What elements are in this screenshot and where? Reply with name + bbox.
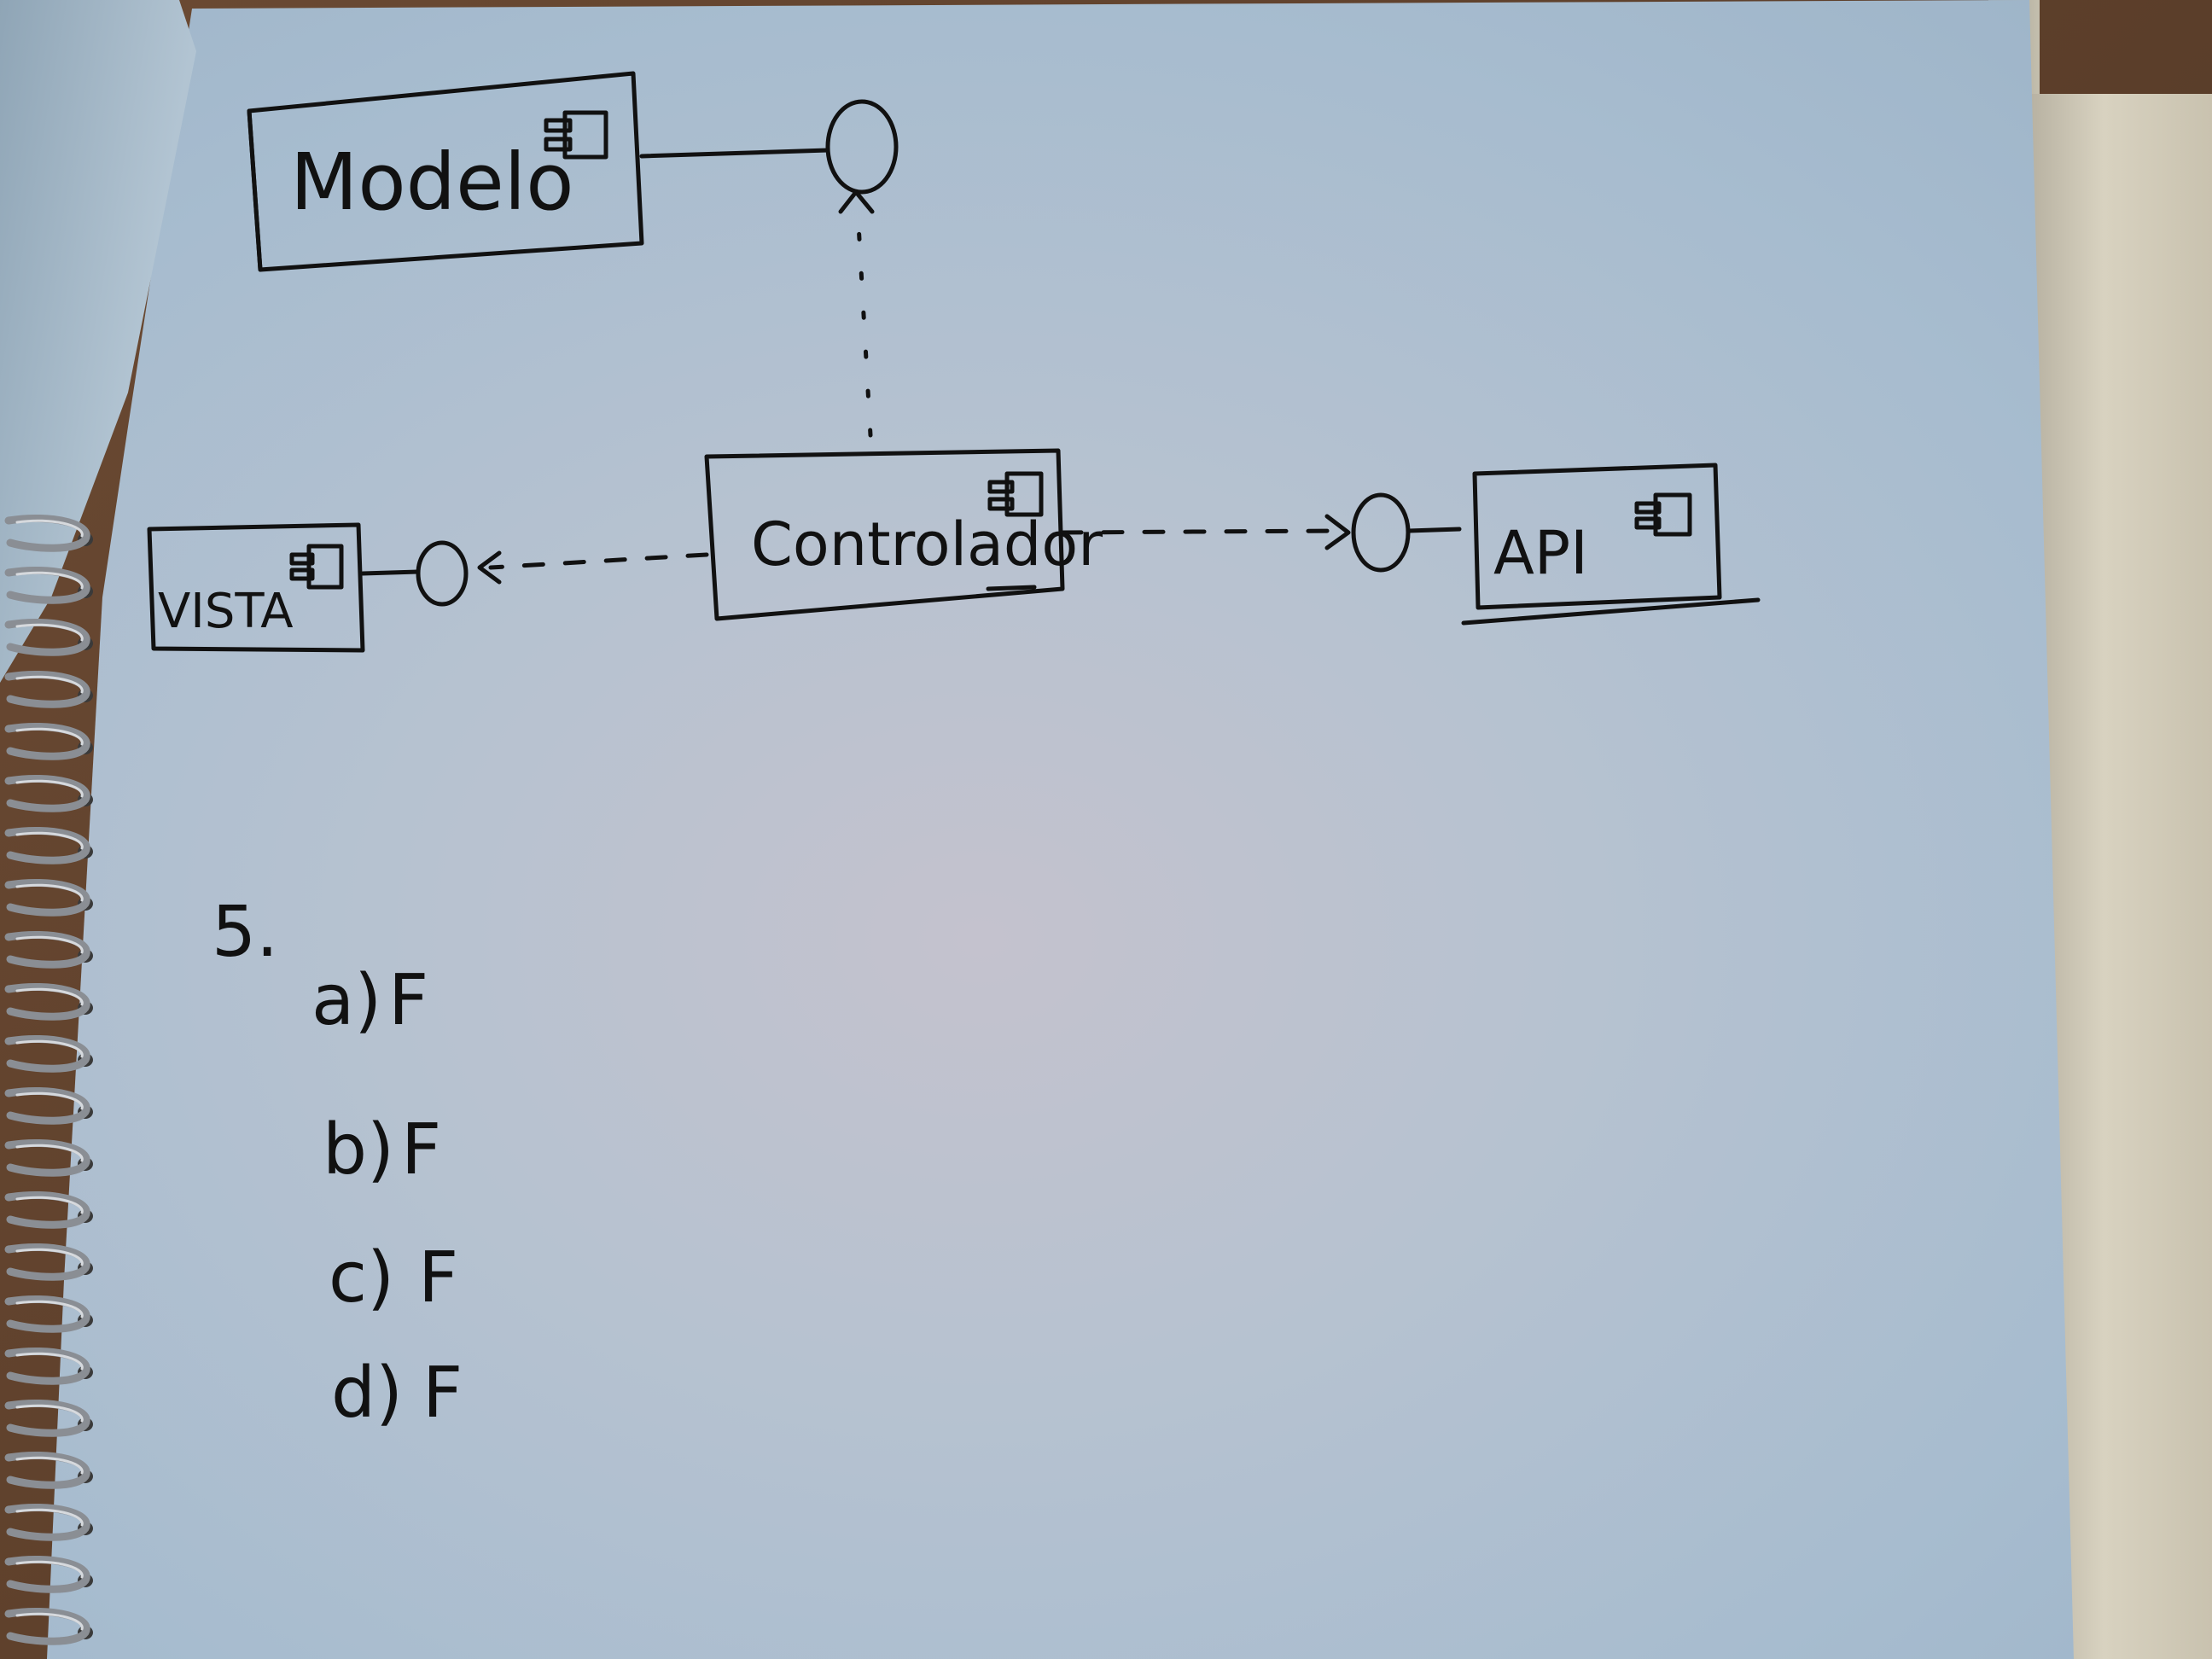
answer-letter: c) [329, 1237, 394, 1318]
spiral-coil-highlight [15, 1196, 84, 1214]
spiral-coil [4, 515, 90, 552]
spiral-coil [4, 1504, 90, 1541]
answer-value: F [401, 1109, 441, 1190]
answer-d: d) F [331, 1353, 463, 1434]
spiral-coil [4, 775, 90, 812]
answer-letter: a) [311, 960, 381, 1041]
spiral-binding [4, 515, 93, 1645]
answer-value: F [388, 960, 428, 1041]
modelo-interface [639, 99, 899, 195]
answer-letter: d) [331, 1353, 403, 1434]
spiral-coil-highlight [15, 987, 84, 1006]
spiral-coil-highlight [15, 675, 84, 694]
question-number: 5. [212, 892, 278, 973]
spiral-coil-highlight [15, 519, 84, 538]
vista-interface [360, 540, 469, 607]
spiral-coil-highlight [15, 1404, 84, 1423]
spiral-coil-highlight [15, 623, 84, 642]
spiral-coil [4, 1243, 90, 1281]
spiral-coil [4, 1400, 90, 1437]
interface-lollipop-icon [1351, 492, 1411, 573]
component-icon [289, 544, 344, 590]
spiral-coil [4, 671, 90, 708]
spiral-coil-highlight [15, 1091, 84, 1110]
spiral-coil [4, 1035, 90, 1073]
spiral-coil [4, 983, 90, 1021]
spiral-coil [4, 931, 90, 969]
component-label: VISTA [158, 584, 294, 639]
spiral-coil-highlight [15, 1560, 84, 1579]
spiral-coil [4, 1556, 90, 1593]
spiral-coil [4, 1452, 90, 1489]
spiral-coil [4, 1191, 90, 1229]
component-controlador: Controlador [704, 448, 1103, 621]
answer-a: a) F [311, 960, 428, 1041]
spiral-coil-highlight [15, 727, 84, 746]
component-vista: VISTA [147, 522, 365, 653]
component-icon [544, 110, 608, 160]
spiral-coil-highlight [15, 1612, 84, 1631]
dependency-controlador-vista [477, 550, 709, 585]
interface-lollipop-icon [825, 99, 899, 195]
spiral-coil-highlight [15, 1456, 84, 1475]
spiral-coil-highlight [15, 1144, 84, 1162]
answer-b: b) F [323, 1109, 441, 1190]
answer-letter: b) [323, 1109, 394, 1190]
spiral-coil [4, 879, 90, 917]
component-icon [987, 471, 1044, 517]
spiral-coil-highlight [15, 571, 84, 590]
spiral-coil [4, 567, 90, 604]
spiral-coil-highlight [15, 883, 84, 902]
spiral-coil [4, 1087, 90, 1125]
spiral-coil-highlight [15, 1352, 84, 1371]
answer-value: F [422, 1353, 463, 1434]
interface-lollipop-icon [416, 540, 469, 607]
answer-value: F [418, 1237, 458, 1318]
spiral-coil [4, 1139, 90, 1177]
spiral-coil [4, 619, 90, 656]
spiral-coil [4, 1608, 90, 1645]
component-icon [1634, 492, 1692, 537]
spiral-coil-highlight [15, 779, 84, 798]
spiral-coil-highlight [15, 935, 84, 954]
answer-c: c) F [329, 1237, 458, 1318]
api-interface [1351, 492, 1462, 573]
question-5: 5. a) F b) F c) F d) F [212, 892, 463, 1434]
component-label: API [1493, 518, 1588, 588]
component-modelo: Modelo [247, 71, 644, 272]
spiral-coil-highlight [15, 1300, 84, 1318]
spiral-coil-highlight [15, 1248, 84, 1266]
dependency-controlador-api [1060, 514, 1351, 550]
dependency-controlador-modelo [838, 189, 875, 438]
spiral-coil-highlight [15, 831, 84, 850]
spiral-coil [4, 827, 90, 864]
spiral-coil [4, 723, 90, 760]
component-api: API [1461, 463, 1761, 626]
component-label: Modelo [290, 137, 574, 228]
spiral-coil-highlight [15, 1039, 84, 1058]
spiral-coil-highlight [15, 1508, 84, 1527]
spiral-coil [4, 1295, 90, 1333]
component-label: Controlador [751, 509, 1103, 579]
spiral-coil [4, 1348, 90, 1385]
